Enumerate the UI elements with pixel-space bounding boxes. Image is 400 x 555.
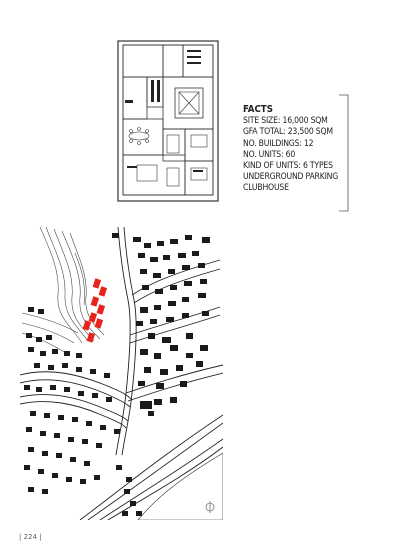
fact-gfa-total: GFA TOTAL: 23,500 SQM xyxy=(243,127,333,138)
site-map-drawing xyxy=(20,226,223,520)
facts-bracket xyxy=(339,94,349,212)
fact-no-units: NO. UNITS: 60 xyxy=(243,149,296,160)
fact-clubhouse: CLUBHOUSE xyxy=(243,183,289,194)
facts-panel: FACTS SITE SIZE: 16,000 SQM GFA TOTAL: 2… xyxy=(243,104,348,195)
page-number: | 224 | xyxy=(19,532,42,541)
highlighted-project-buildings xyxy=(82,278,108,343)
floor-plan-drawing xyxy=(117,40,219,202)
fact-parking: UNDERGROUND PARKING xyxy=(243,172,339,183)
facts-title: FACTS xyxy=(243,104,273,115)
fact-site-size: SITE SIZE: 16,000 SQM xyxy=(243,116,328,127)
fact-no-buildings: NO. BUILDINGS: 12 xyxy=(243,138,314,149)
fact-kind-of-units: KIND OF UNITS: 6 TYPES xyxy=(243,161,333,172)
